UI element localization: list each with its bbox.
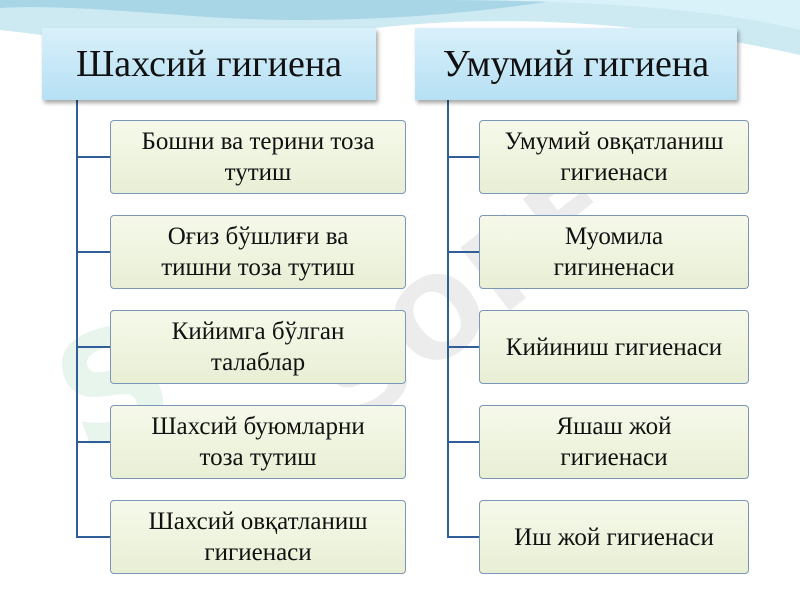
general-hygiene-item: Умумий овқатланиш гигиенаси — [479, 120, 749, 194]
personal-hygiene-item: Бошни ва терини тоза тутиш — [110, 120, 406, 194]
left-branch-line — [76, 156, 110, 158]
general-hygiene-header: Умумий гигиена — [415, 28, 737, 100]
personal-hygiene-item: Оғиз бўшлиғи ва тишни тоза тутиш — [110, 215, 406, 289]
left-branch-line — [76, 251, 110, 253]
general-hygiene-item: Муомила гигиненаси — [479, 215, 749, 289]
left-branch-line — [76, 441, 110, 443]
general-hygiene-item: Кийиниш гигиенаси — [479, 310, 749, 384]
right-branch-line — [447, 441, 479, 443]
left-trunk-line — [76, 100, 78, 538]
personal-hygiene-item: Кийимга бўлган талаблар — [110, 310, 406, 384]
personal-hygiene-item: Шахсий овқатланиш гигиенаси — [110, 500, 406, 574]
general-hygiene-item: Яшаш жой гигиенаси — [479, 405, 749, 479]
personal-hygiene-header: Шахсий гигиена — [42, 28, 376, 100]
right-branch-line — [447, 536, 479, 538]
right-branch-line — [447, 346, 479, 348]
personal-hygiene-item: Шахсий буюмларни тоза тутиш — [110, 405, 406, 479]
right-trunk-line — [447, 100, 449, 538]
right-branch-line — [447, 156, 479, 158]
general-hygiene-item: Иш жой гигиенаси — [479, 500, 749, 574]
right-branch-line — [447, 251, 479, 253]
left-branch-line — [76, 536, 110, 538]
left-branch-line — [76, 346, 110, 348]
